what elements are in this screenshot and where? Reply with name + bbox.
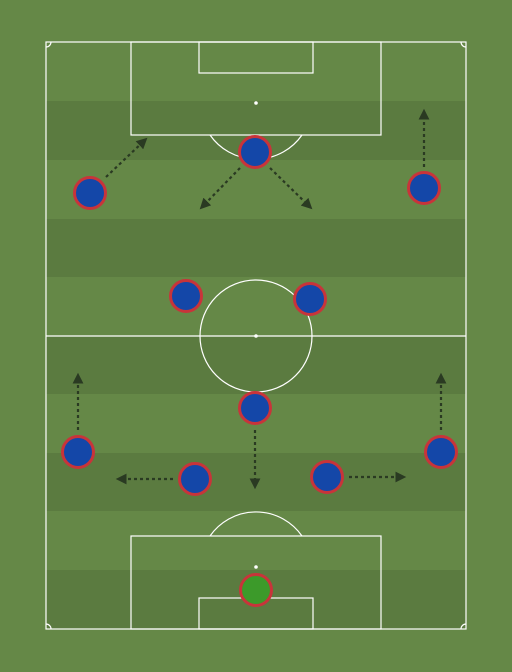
- player-token-lw[interactable]: [73, 176, 107, 210]
- pitch-stripe: [46, 336, 466, 394]
- bottom-penalty-arc: [209, 511, 303, 537]
- player-token-rcb[interactable]: [293, 282, 327, 316]
- player-token-lb[interactable]: [61, 435, 95, 469]
- movement-arrow-lw-up-right: [105, 137, 148, 178]
- pitch-stripe: [46, 219, 466, 277]
- player-token-rb[interactable]: [424, 435, 458, 469]
- corner-arc-bottom-left: [45, 623, 52, 630]
- centre-spot: [254, 334, 258, 338]
- player-token-rw[interactable]: [407, 171, 441, 205]
- player-token-rcm[interactable]: [310, 460, 344, 494]
- bottom-penalty-spot: [254, 565, 258, 569]
- pitch-spots: [254, 101, 258, 569]
- pitch-markings: [45, 41, 467, 630]
- player-token-lcb[interactable]: [169, 279, 203, 313]
- player-token-dm[interactable]: [238, 391, 272, 425]
- corner-arc-bottom-right: [460, 623, 467, 630]
- movement-arrows: [72, 108, 447, 490]
- player-token-st[interactable]: [238, 135, 272, 169]
- corner-arc-top-left: [45, 41, 52, 48]
- player-token-lcm[interactable]: [178, 462, 212, 496]
- corner-arc-top-right: [460, 41, 467, 48]
- top-penalty-spot: [254, 101, 258, 105]
- top-goal-area: [198, 41, 314, 74]
- players-layer: [61, 135, 458, 607]
- goalkeeper-token-gk[interactable]: [239, 573, 273, 607]
